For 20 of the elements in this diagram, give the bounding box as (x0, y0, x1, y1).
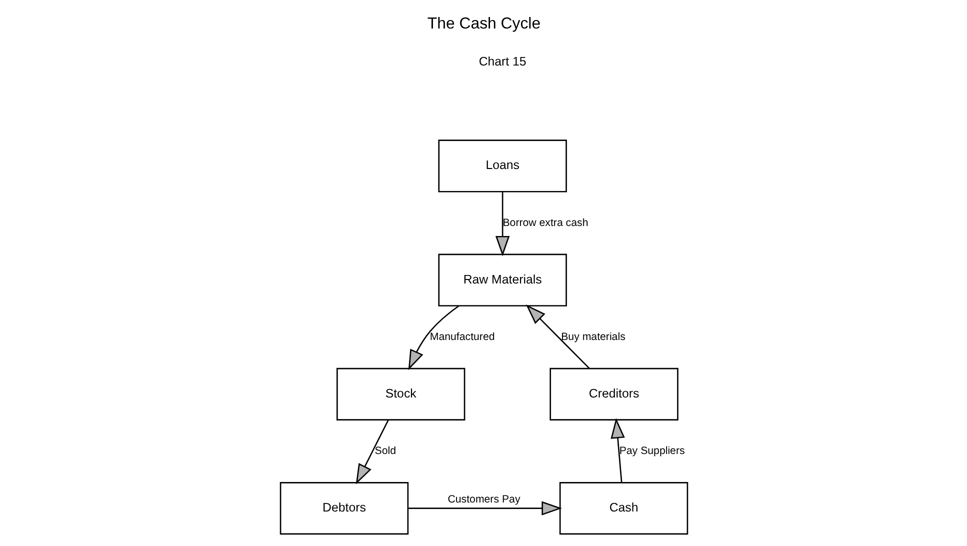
arrow (408, 501, 562, 516)
edge-label: Manufactured (429, 330, 494, 343)
node-box: Debtors (279, 482, 408, 535)
arrow (610, 418, 624, 483)
arrow (408, 305, 459, 370)
node-box: Creditors (549, 368, 678, 420)
node-box: Stock (336, 368, 465, 420)
label: Chart 15 (478, 54, 526, 69)
node-box: Loans (438, 140, 566, 192)
edge-label: Sold (374, 444, 396, 457)
edge-label: Pay Suppliers (618, 444, 684, 457)
edge-label: Borrow extra cash (502, 216, 588, 229)
edge-label: Buy materials (560, 330, 625, 343)
arrow (525, 304, 590, 369)
node-box: Raw Materials (438, 254, 566, 306)
diagram-title: The Cash Cycle (426, 15, 540, 32)
arrow (494, 192, 510, 256)
node-box: Cash (558, 482, 688, 535)
arrow (355, 420, 388, 484)
edge-label: Customers Pay (447, 494, 520, 506)
